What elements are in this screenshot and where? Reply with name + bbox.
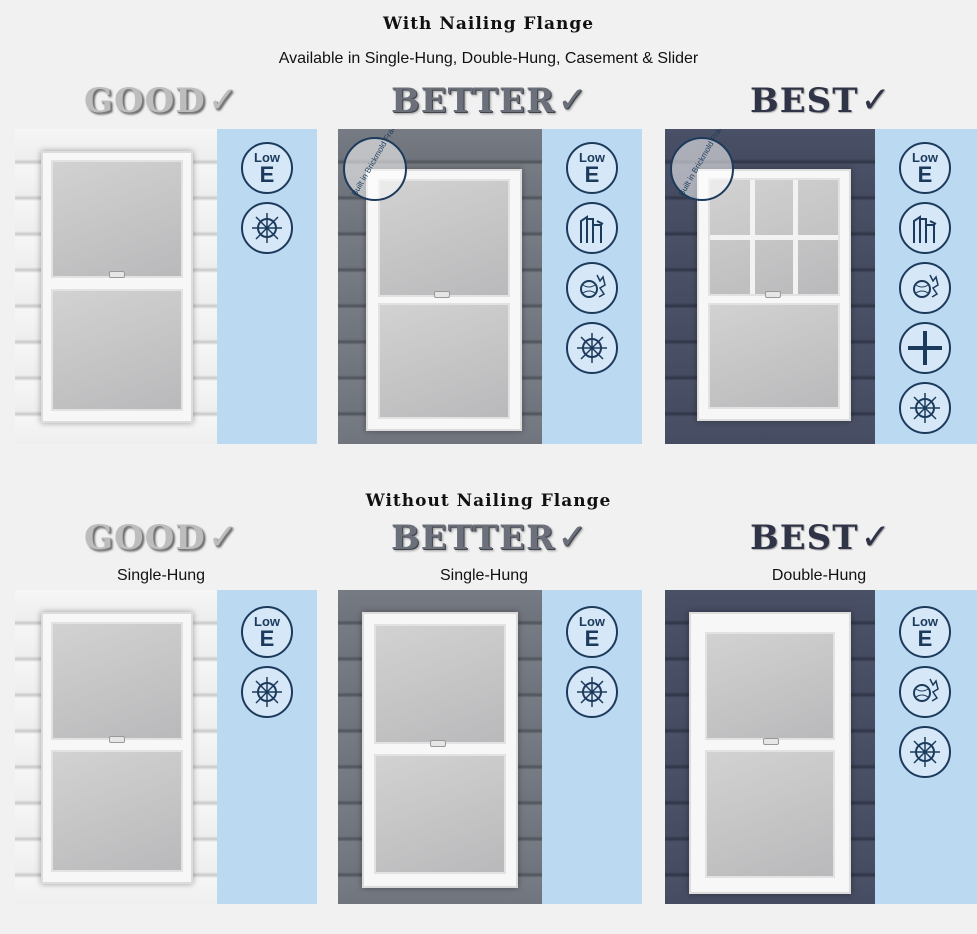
- section-title-without-flange: Without Nailing Flange: [365, 491, 612, 511]
- tier-label-good: GOOD✓: [84, 517, 239, 558]
- sash-lock: [109, 736, 125, 743]
- check-icon: ✓: [860, 517, 892, 558]
- siding-white: [15, 590, 217, 904]
- low-e-line1: Low: [254, 613, 280, 629]
- tier-text: BEST: [750, 81, 859, 121]
- window-single-hung: [362, 612, 518, 888]
- check-icon: ✓: [860, 80, 892, 121]
- window-single-hung: [41, 151, 193, 423]
- window-type-best: Double-Hung: [771, 567, 867, 584]
- siding-gray: Built in Brickmold Frame: [338, 129, 542, 444]
- section-subtitle: Available in Single-Hung, Double-Hung, C…: [278, 50, 699, 67]
- frame-profile-icon: [566, 202, 618, 254]
- check-icon: ✓: [207, 80, 239, 121]
- grid-icon: [899, 322, 951, 374]
- lower-sash: [51, 289, 183, 411]
- low-e-line2: E: [917, 161, 933, 187]
- low-e-line2: E: [584, 161, 600, 187]
- low-e-line2: E: [917, 625, 933, 651]
- siding-white: [15, 129, 217, 444]
- upper-sash-grid: [708, 178, 840, 296]
- climate-icon: [899, 382, 951, 434]
- upper-sash: [374, 624, 506, 744]
- sash-lock: [763, 738, 779, 745]
- window-type-good: Single-Hung: [116, 567, 206, 584]
- upper-sash: [378, 179, 510, 297]
- window-single-hung: [366, 169, 522, 431]
- section-title-with-flange: With Nailing Flange: [382, 14, 595, 34]
- tier-text: BETTER: [391, 81, 556, 121]
- impact-resistant-icon: [899, 666, 951, 718]
- climate-icon: [241, 666, 293, 718]
- tier-label-better: BETTER✓: [391, 517, 588, 558]
- brickmold-badge: [670, 137, 734, 201]
- frame-profile-icon: [899, 202, 951, 254]
- grid-bar: [710, 235, 838, 240]
- sash-lock: [434, 291, 450, 298]
- low-e-line1: Low: [254, 149, 280, 165]
- tier-label-best: BEST✓: [750, 517, 892, 558]
- lower-sash: [378, 303, 510, 419]
- tier-text: GOOD: [84, 518, 206, 558]
- lower-sash: [708, 303, 840, 409]
- check-icon: ✓: [557, 80, 589, 121]
- climate-icon: [241, 202, 293, 254]
- window-double-hung: [689, 612, 851, 894]
- tier-label-better: BETTER✓: [391, 80, 588, 121]
- tier-text: GOOD: [84, 81, 206, 121]
- upper-sash: [51, 160, 183, 278]
- window-type-better: Single-Hung: [439, 567, 529, 584]
- window-double-hung: [697, 169, 851, 421]
- sash-lock: [109, 271, 125, 278]
- brickmold-badge: [343, 137, 407, 201]
- impact-resistant-icon: [566, 262, 618, 314]
- tier-label-good: GOOD✓: [84, 80, 239, 121]
- low-e-line1: Low: [579, 613, 605, 629]
- low-e-line2: E: [584, 625, 600, 651]
- lower-sash: [705, 750, 835, 878]
- impact-resistant-icon: [899, 262, 951, 314]
- sash-lock: [765, 291, 781, 298]
- lower-sash: [374, 754, 506, 874]
- siding-navy: Built in Brickmold Frame: [665, 129, 875, 444]
- lower-sash: [51, 750, 183, 872]
- upper-sash: [705, 632, 835, 740]
- tier-text: BETTER: [391, 518, 556, 558]
- low-e-line1: Low: [579, 149, 605, 165]
- low-e-line1: Low: [912, 613, 938, 629]
- sash-lock: [430, 740, 446, 747]
- check-icon: ✓: [557, 517, 589, 558]
- siding-navy: [665, 590, 875, 904]
- window-single-hung: [41, 612, 193, 884]
- tier-text: BEST: [750, 518, 859, 558]
- climate-icon: [899, 726, 951, 778]
- low-e-line2: E: [259, 625, 275, 651]
- check-icon: ✓: [207, 517, 239, 558]
- climate-icon: [566, 666, 618, 718]
- low-e-line1: Low: [912, 149, 938, 165]
- siding-gray: [338, 590, 542, 904]
- low-e-line2: E: [259, 161, 275, 187]
- climate-icon: [566, 322, 618, 374]
- upper-sash: [51, 622, 183, 740]
- tier-label-best: BEST✓: [750, 80, 892, 121]
